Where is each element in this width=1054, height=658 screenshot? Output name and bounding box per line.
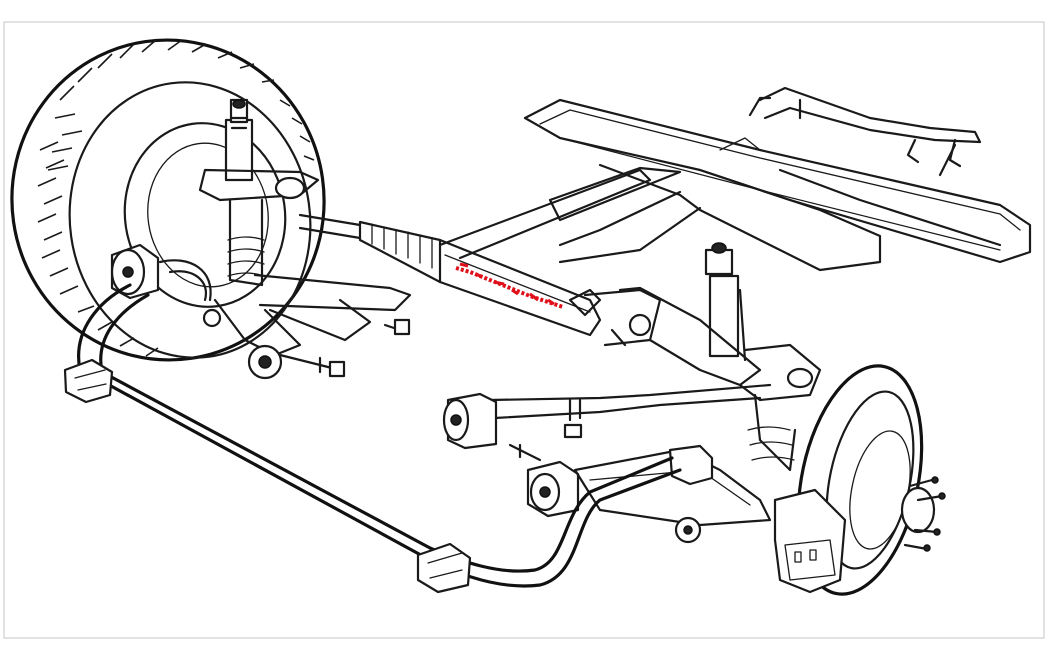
right-lower-control-arm xyxy=(573,444,772,544)
right-strut xyxy=(704,242,822,472)
subframe-crossmember xyxy=(523,98,1032,272)
anti-roll-drop-link-right xyxy=(568,288,627,347)
steering-rack xyxy=(298,168,662,347)
right-bushing-lower xyxy=(508,443,580,518)
rack-highlight-mark xyxy=(455,262,564,309)
left-anti-roll-bushing xyxy=(110,243,160,300)
left-wheel xyxy=(10,38,326,362)
mounting-bracket xyxy=(748,86,982,177)
anti-roll-bar-clamp-right xyxy=(416,542,472,594)
tyre-tread xyxy=(37,39,315,357)
right-brake-caliper xyxy=(773,488,847,594)
right-track-control-arm xyxy=(488,286,772,439)
page-border xyxy=(3,21,1045,639)
left-strut xyxy=(198,98,320,287)
right-bushing-upper xyxy=(442,392,498,450)
right-hub-studs xyxy=(900,476,946,552)
left-lower-control-arm xyxy=(202,273,412,380)
anti-roll-bar-clamp-left xyxy=(63,358,114,404)
anti-roll-bar xyxy=(77,259,682,588)
